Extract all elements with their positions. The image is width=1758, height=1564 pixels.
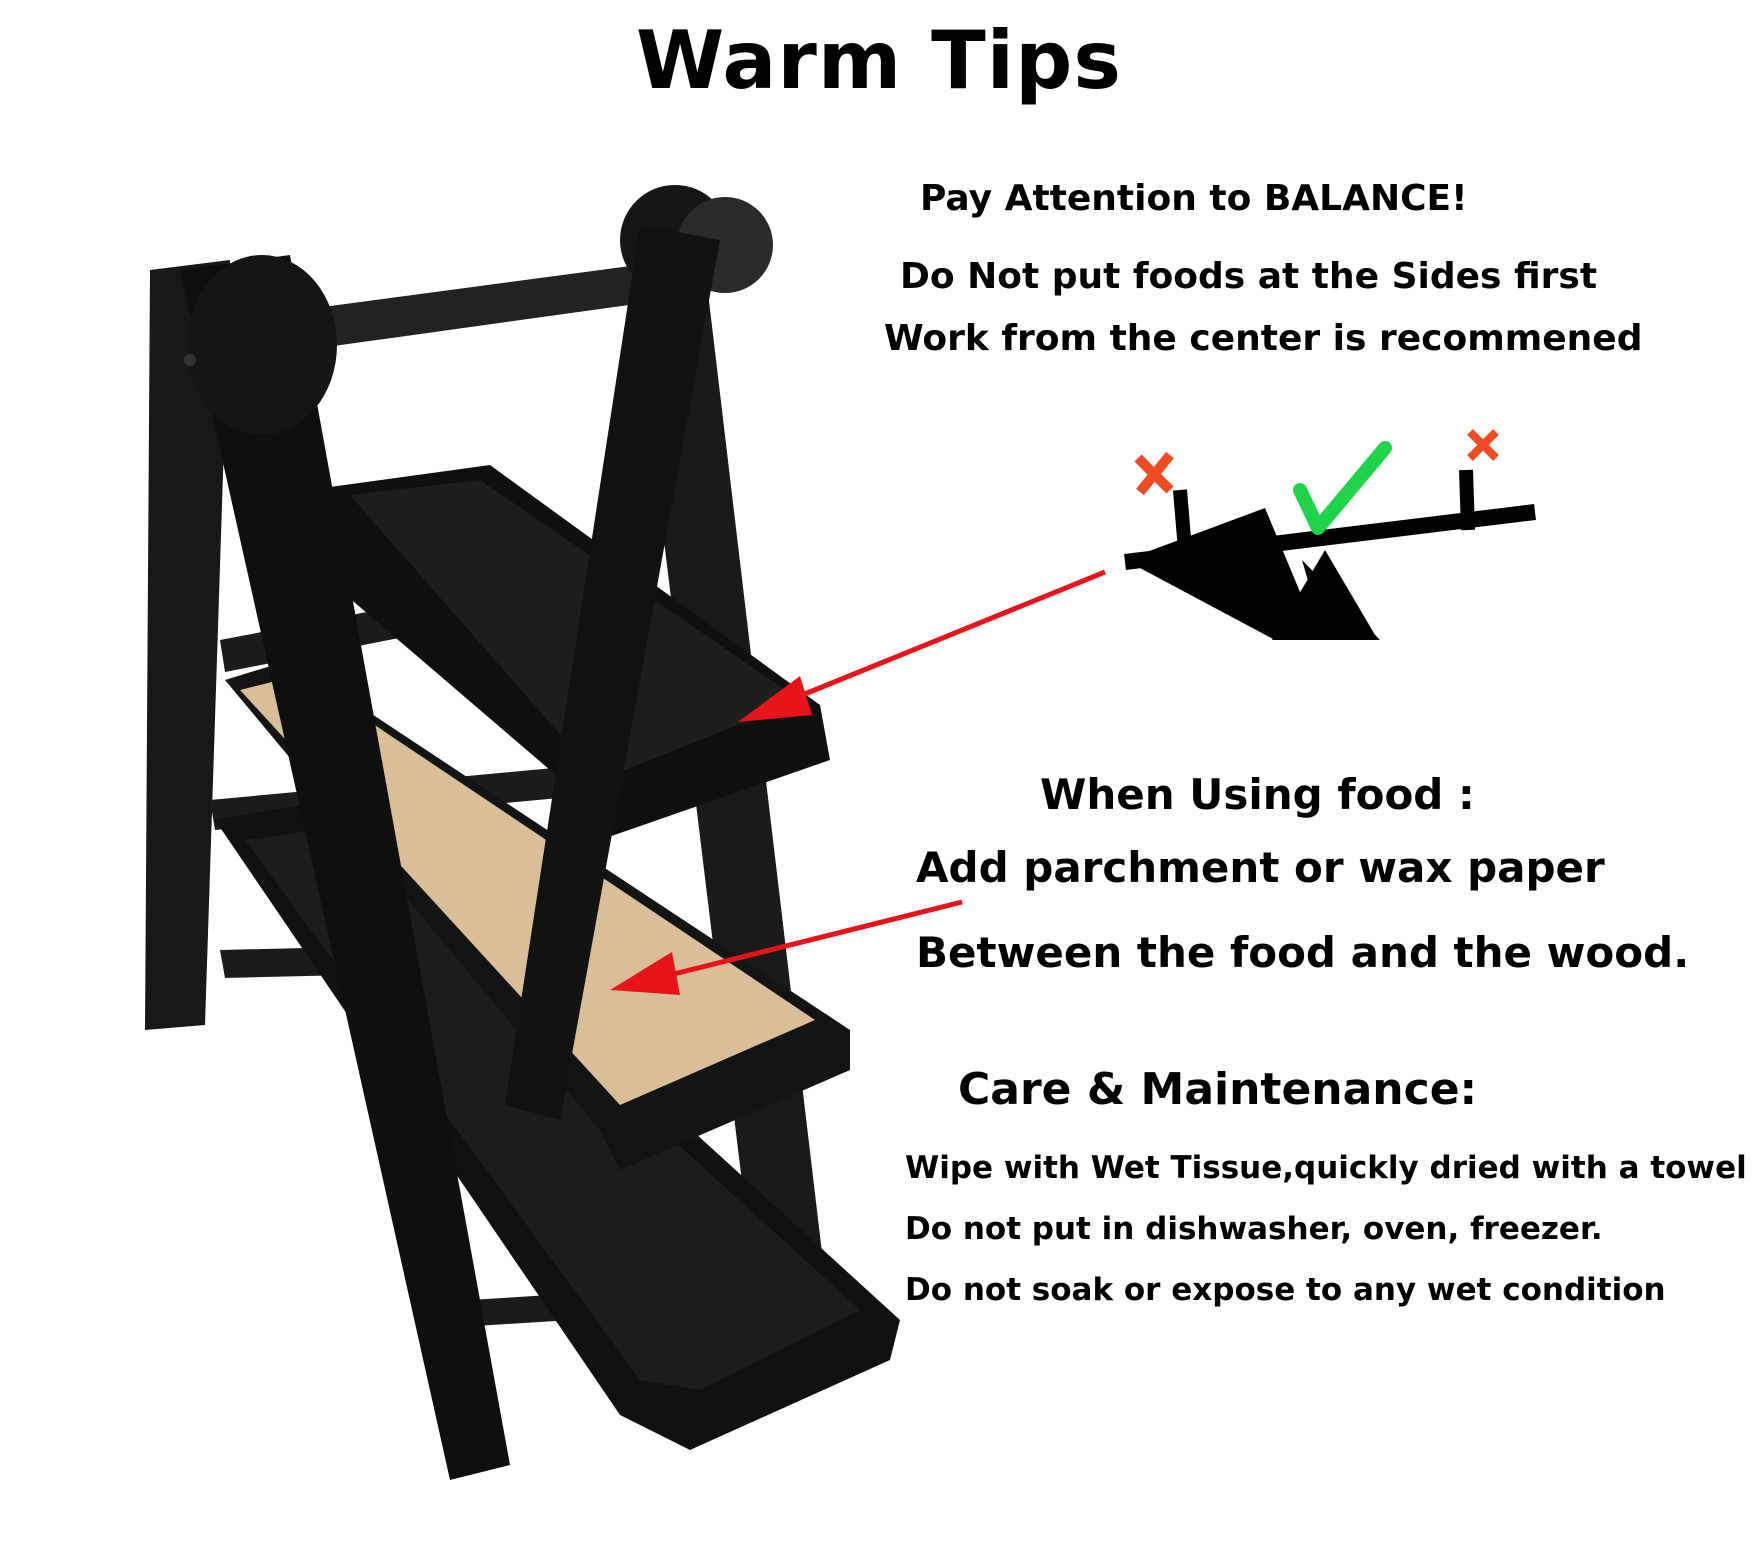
front-legs — [180, 225, 720, 1480]
page-title: Warm Tips — [636, 14, 1122, 107]
care-line-2: Do not put in dishwasher, oven, freezer. — [905, 1211, 1603, 1247]
balance-line-2: Work from the center is recommened — [884, 318, 1643, 359]
balance-line-1: Do Not put foods at the Sides first — [900, 256, 1598, 297]
check-icon — [1293, 441, 1392, 535]
care-line-1: Wipe with Wet Tissue,quickly dried with … — [905, 1150, 1747, 1186]
care-line-3: Do not soak or expose to any wet conditi… — [905, 1272, 1666, 1308]
top-tray — [235, 465, 830, 840]
food-line-2: Between the food and the wood. — [916, 928, 1690, 977]
cross-icon — [1467, 429, 1499, 461]
care-heading: Care & Maintenance: — [958, 1064, 1478, 1115]
food-line-1: Add parchment or wax paper — [916, 843, 1605, 892]
seesaw-icon — [1124, 469, 1536, 640]
arrow-to-top-tray — [738, 569, 1106, 722]
food-heading: When Using food : — [1040, 770, 1475, 819]
cross-icon — [1134, 451, 1174, 496]
arrow-to-parchment — [610, 899, 963, 995]
balance-heading: Pay Attention to BALANCE! — [920, 178, 1468, 219]
